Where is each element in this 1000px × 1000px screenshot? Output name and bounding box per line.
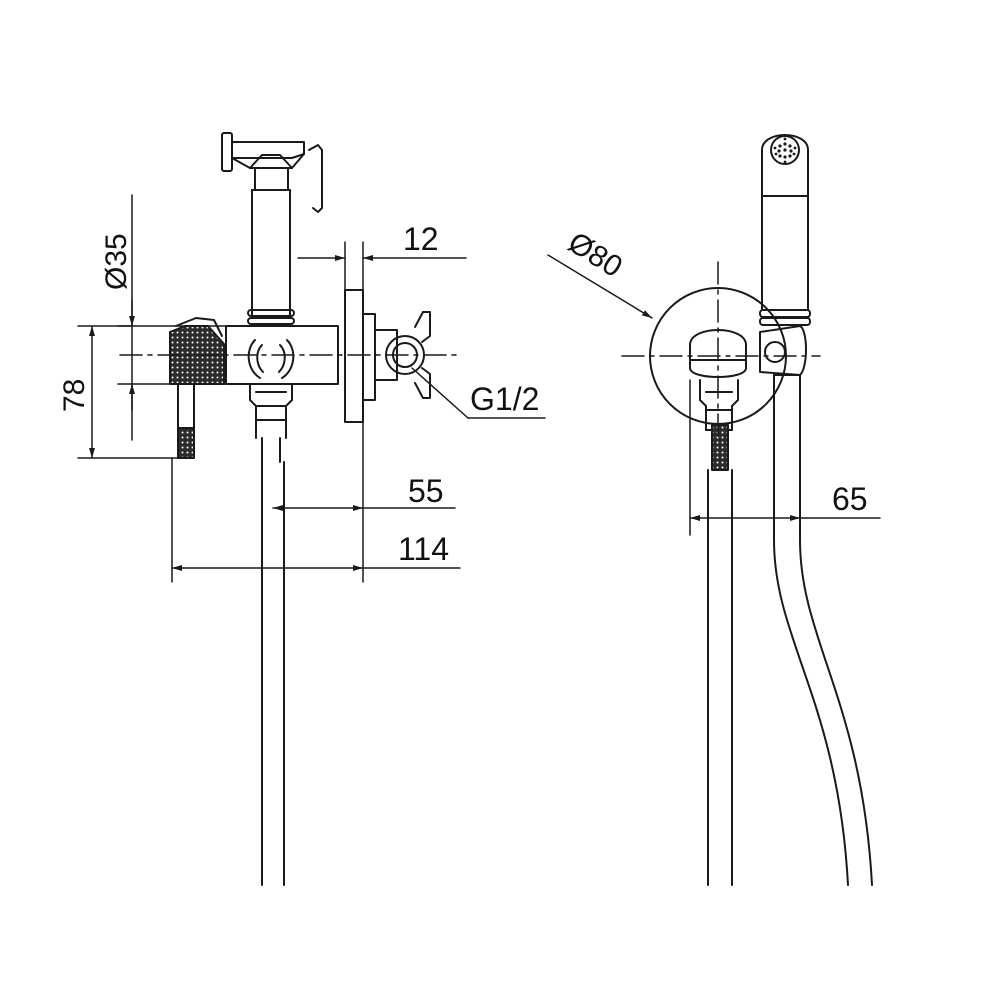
front-view [547,134,881,886]
centerlines-front [621,261,821,441]
dim-label-d55: 55 [408,473,444,509]
dim-label-g12: G1/2 [470,381,539,417]
handset-tube [247,189,295,325]
sprayer-face [761,134,809,179]
dim-label-d78: 78 [58,379,91,412]
wall-flange [344,289,376,423]
hose-front-curved [773,374,873,886]
dim-label-d80: Ø80 [562,226,628,284]
holder-front [689,325,807,378]
hose-left [261,461,285,886]
connector-front [699,379,739,471]
dim-label-d65: 65 [832,481,868,517]
dim-label-d12: 12 [403,221,439,257]
sprayer-head [221,132,323,213]
dimension-lines-front [547,254,881,536]
knurled-lever [169,317,225,459]
hose-connector [249,383,293,463]
dim-label-d35: Ø35 [100,233,133,290]
spray-holes-icon [773,137,797,164]
dimension-lines-left [77,194,546,583]
hose-front-straight [707,469,733,886]
side-view [77,132,546,886]
dim-label-d114: 114 [398,531,449,567]
handset-tube-front [759,177,811,326]
